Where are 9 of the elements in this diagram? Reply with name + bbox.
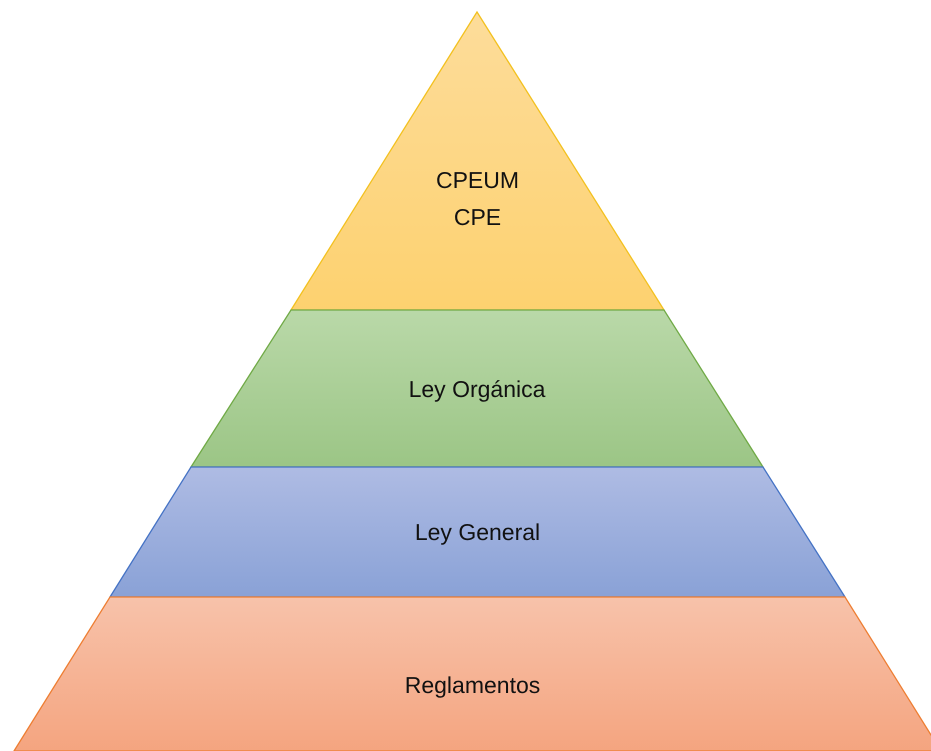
tier-label: Ley Orgánica <box>408 374 546 404</box>
pyramid-tier <box>110 467 845 597</box>
pyramid-tier <box>191 310 763 467</box>
tier-label: Ley General <box>414 518 540 547</box>
tier-label: CPEUM <box>436 166 520 195</box>
pyramid-tier <box>291 12 664 310</box>
tier-label: Reglamentos <box>404 670 540 700</box>
pyramid-tier <box>14 597 931 751</box>
tier-label: CPE <box>454 203 502 232</box>
